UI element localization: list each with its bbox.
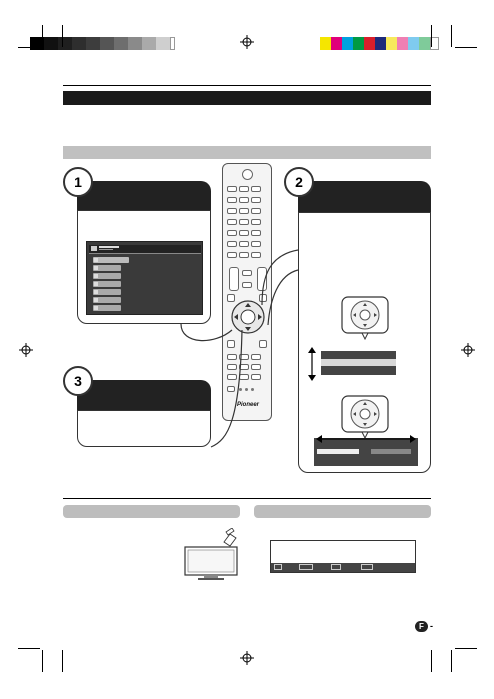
page-number: F - (415, 621, 445, 635)
remote-dpad-icon[interactable] (230, 299, 266, 335)
step-3-badge: 3 (63, 366, 93, 396)
step-3-number: 3 (74, 373, 82, 389)
title-bar (63, 91, 431, 105)
option-list-thumbnail (321, 351, 396, 375)
page-suffix: - (430, 621, 433, 631)
directional-pad-icon (341, 296, 389, 340)
remote-brand-logo: Pioneer (236, 402, 259, 408)
adjust-bar-thumbnail (314, 438, 418, 466)
registration-mark-icon (240, 651, 254, 665)
television-icon (184, 528, 238, 580)
registration-mark-icon (19, 343, 33, 357)
vertical-arrow-icon (308, 347, 316, 381)
step-1-number: 1 (74, 174, 82, 190)
header-rule (63, 85, 431, 86)
color-calibration-bar (320, 37, 448, 50)
registration-mark-icon (240, 35, 254, 49)
registration-mark-icon (461, 343, 475, 357)
directional-pad-icon (341, 395, 389, 439)
step-2-badge: 2 (284, 167, 314, 197)
horizontal-arrow-icon (316, 435, 416, 443)
step-2-number: 2 (295, 174, 303, 190)
page-letter-badge: F (415, 621, 428, 632)
bottom-right-section-bar (254, 505, 431, 518)
bottom-left-section-bar (63, 505, 240, 518)
info-bar-thumbnail (270, 540, 416, 573)
bottom-rule (63, 498, 431, 499)
grayscale-calibration-bar (30, 37, 175, 50)
step-1-badge: 1 (63, 167, 93, 197)
section-bar (63, 146, 431, 159)
menu-screen-thumbnail (86, 241, 203, 315)
remote-control: Pioneer (222, 163, 272, 421)
